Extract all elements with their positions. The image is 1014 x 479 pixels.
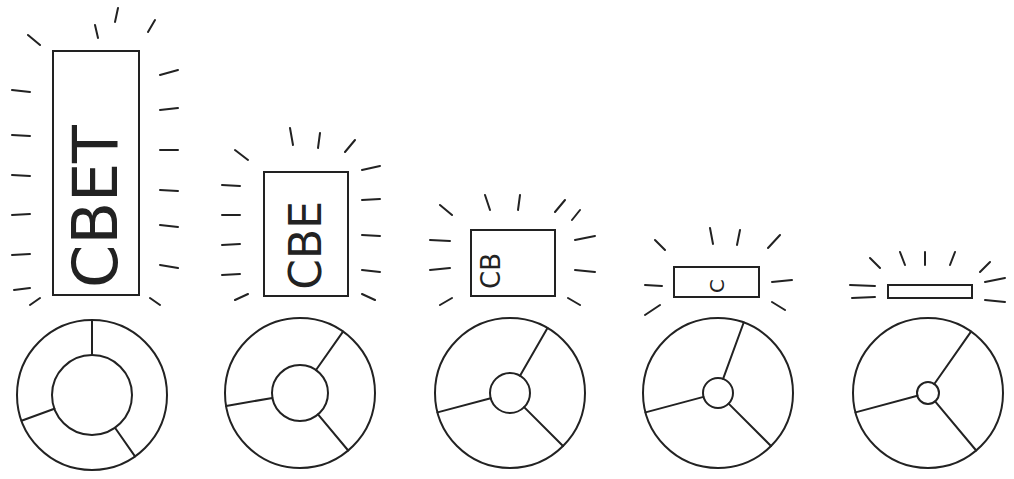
wheel-hub: [52, 355, 132, 435]
light-rays: [645, 228, 792, 315]
lamp-word: СВЕ: [284, 201, 328, 290]
lamp-word: СВ: [478, 253, 504, 289]
wheel-spokes: [856, 332, 977, 451]
wheel-rim: [17, 320, 167, 470]
empty-lamp: [888, 285, 972, 298]
lamp-box: С: [673, 266, 760, 298]
light-rays: [12, 8, 178, 305]
lamp-box: СВЕ: [263, 171, 349, 297]
light-rays: [222, 128, 380, 300]
wheel-rim: [643, 318, 793, 468]
lamp-word: С: [707, 279, 727, 293]
lamp-word: СВЕТ: [65, 125, 127, 288]
wheel-rim: [853, 318, 1003, 468]
lamp-box: СВ: [470, 229, 556, 297]
wheel-spokes: [646, 323, 772, 447]
wheel-hub: [272, 365, 328, 421]
wheel-spokes: [22, 320, 136, 456]
light-rays: [430, 195, 595, 305]
wheel-rim: [435, 318, 585, 468]
light-rays: [850, 252, 1005, 302]
wheel-spokes: [438, 328, 564, 446]
lamp-box: СВЕТ: [52, 50, 140, 296]
wheel-rim: [225, 318, 375, 468]
wheel-spokes: [226, 332, 348, 451]
